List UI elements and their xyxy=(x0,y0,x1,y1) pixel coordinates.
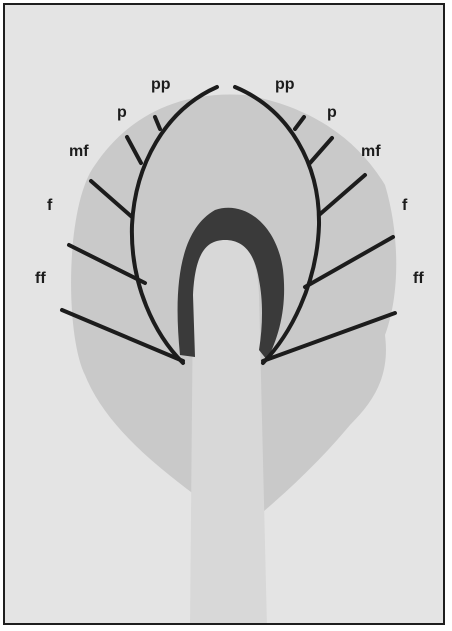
stem xyxy=(190,240,267,625)
label-p-left: p xyxy=(117,104,127,121)
label-mf-left: mf xyxy=(69,143,89,160)
label-f-left: f xyxy=(47,197,53,214)
label-ff-right: ff xyxy=(413,270,424,287)
label-f-right: f xyxy=(402,197,408,214)
label-pp-right: pp xyxy=(275,76,295,93)
label-ff-left: ff xyxy=(35,270,46,287)
rubber-plug-diagram: pp p mf f ff pp p mf f ff xyxy=(5,5,445,625)
label-p-right: p xyxy=(327,104,337,121)
label-mf-right: mf xyxy=(361,143,381,160)
label-pp-left: pp xyxy=(151,76,171,93)
figure-frame: pp p mf f ff pp p mf f ff xyxy=(3,3,445,625)
